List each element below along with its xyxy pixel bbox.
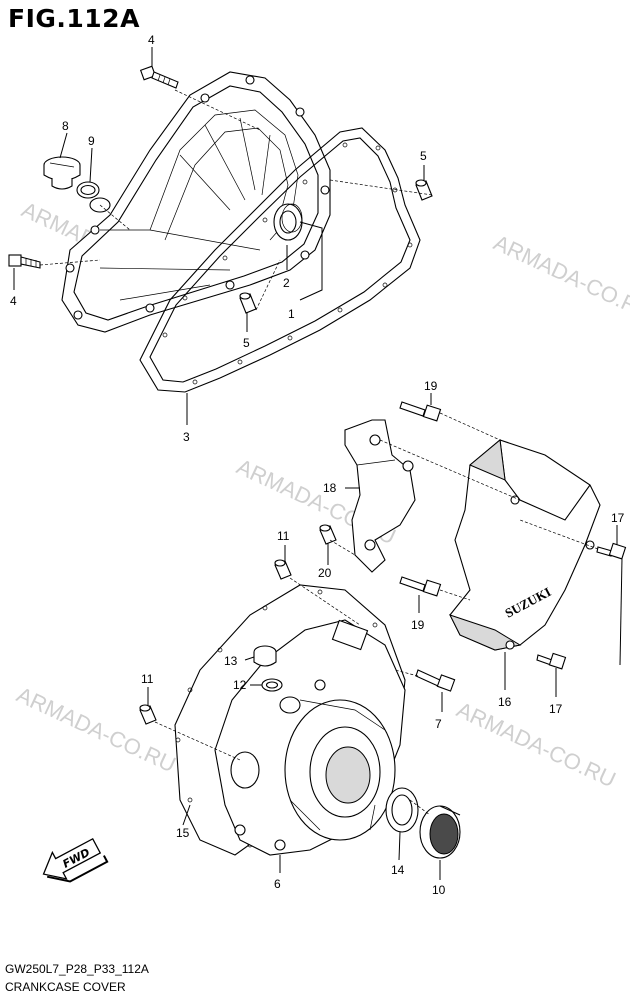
callout-20: 20 <box>318 566 332 580</box>
bracket-18 <box>344 419 416 573</box>
callout-13: 13 <box>224 654 238 668</box>
callout-17-right: 17 <box>611 511 625 525</box>
callout-numbers: 4 4 8 9 2 1 3 5 5 19 18 17 11 20 19 13 1… <box>10 33 625 897</box>
callout-11-upper: 11 <box>277 529 290 543</box>
watermark-4: ARMADA-CO.RU <box>13 682 180 777</box>
bolt-10 <box>415 669 456 692</box>
callout-7: 9 <box>88 134 95 148</box>
fwd-arrow: FWD <box>42 837 109 883</box>
bolt-4-top <box>139 65 179 89</box>
dashed-alignment-lines <box>39 89 599 816</box>
bolt-4-left <box>8 254 41 269</box>
bolt-19-bottom <box>399 576 442 597</box>
o-ring-15 <box>385 787 419 833</box>
callout-9: 15 <box>176 826 190 840</box>
model-code: GW250L7_P28_P33_112A <box>5 962 149 976</box>
figure-caption: CRANKCASE COVER <box>5 980 126 994</box>
dowel-pin-11-upper <box>274 559 292 580</box>
callout-3: 3 <box>183 430 190 444</box>
o-ring-2 <box>273 203 303 241</box>
cap-14 <box>419 805 461 859</box>
callout-4-top: 4 <box>148 33 155 47</box>
callout-19-bottom: 19 <box>411 618 425 632</box>
callout-15: 14 <box>391 863 405 877</box>
bolt-19-top <box>399 401 442 422</box>
bolt-17-right <box>596 542 627 560</box>
dowel-pin-5-left <box>239 292 257 314</box>
callout-19-top: 19 <box>424 379 438 393</box>
bolt-17-bottom <box>536 652 567 670</box>
o-ring-7 <box>76 181 100 199</box>
o-ring-12 <box>261 678 283 692</box>
callout-14: 10 <box>432 883 446 897</box>
callout-5-left: 5 <box>243 336 250 350</box>
callout-6: 8 <box>62 119 69 133</box>
watermark-5: ARMADA-CO.RU <box>453 697 620 792</box>
plug-13 <box>253 645 277 667</box>
callout-12: 12 <box>233 678 247 692</box>
sprocket-cover-16: SUZUKI <box>449 439 601 651</box>
callout-11-lower: 11 <box>141 672 154 686</box>
callout-2: 2 <box>283 276 290 290</box>
callout-5-right: 5 <box>420 149 427 163</box>
figure-title: FIG.112A <box>8 4 140 33</box>
leader-lines <box>13 47 623 880</box>
magneto-cover-8 <box>214 619 406 856</box>
dowel-pin-11-lower <box>139 704 157 725</box>
callout-1: 1 <box>288 307 295 321</box>
dowel-pin-5-right <box>415 179 433 201</box>
callout-10: 7 <box>435 717 442 731</box>
gasket-3 <box>139 127 421 393</box>
watermark-2: ARMADA-CO.RU <box>490 230 630 325</box>
clutch-cover <box>61 71 331 333</box>
callout-4-left: 4 <box>10 294 17 308</box>
callout-18: 18 <box>323 481 337 495</box>
dowel-pin-20 <box>319 524 337 545</box>
callout-8: 6 <box>274 877 281 891</box>
callout-17-bottom: 17 <box>549 702 563 716</box>
callout-16: 16 <box>498 695 512 709</box>
oil-filler-plug-6 <box>43 156 81 190</box>
